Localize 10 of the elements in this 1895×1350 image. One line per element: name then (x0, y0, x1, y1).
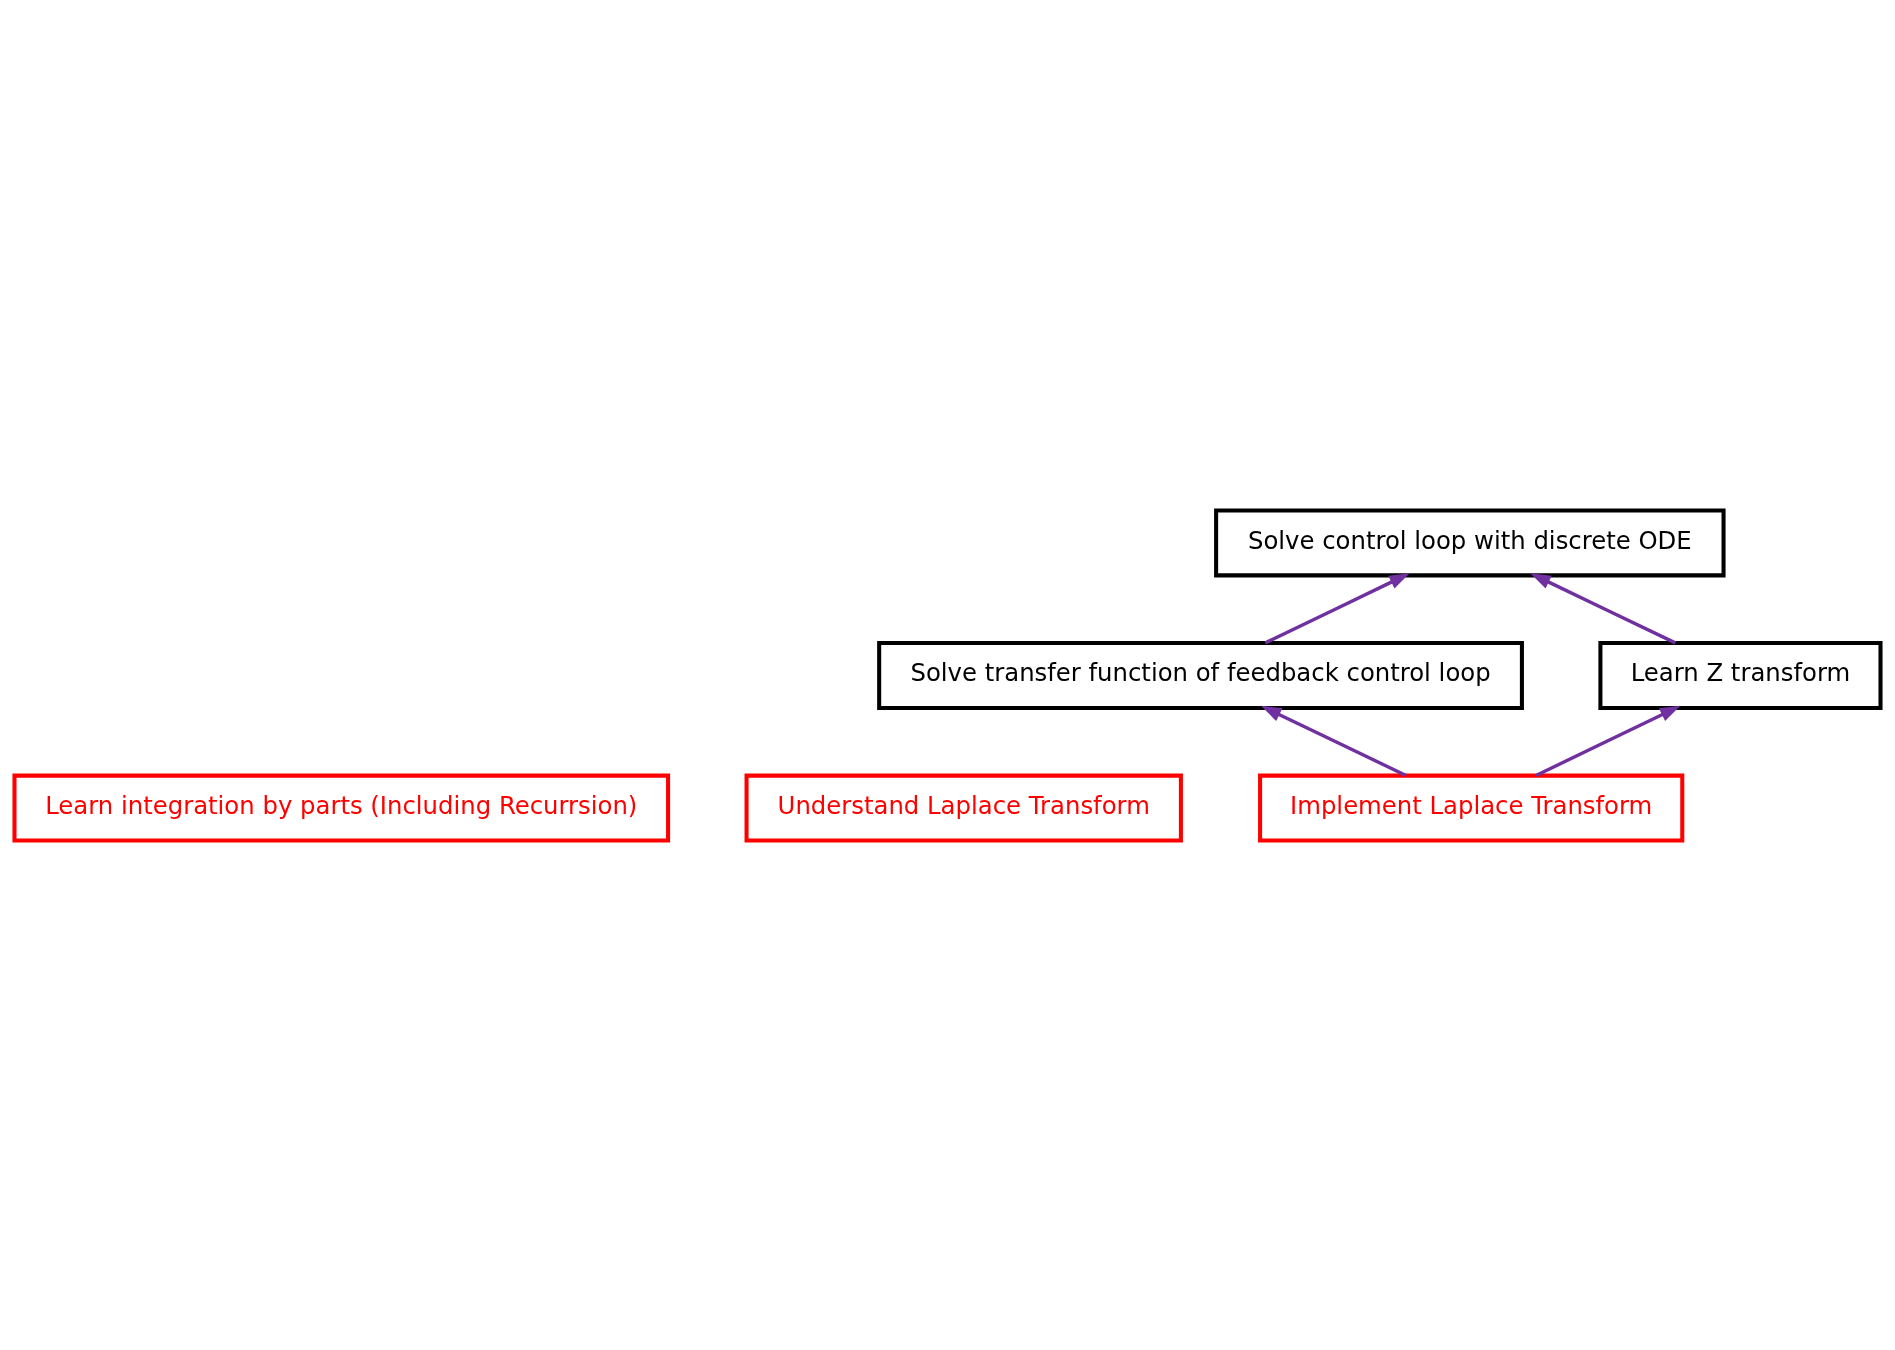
arrow (1530, 572, 1677, 644)
node-box: Learn Z transform (1598, 640, 1883, 710)
node-box: Learn integration by parts (Including Recurrsion) (12, 773, 671, 843)
node-box: Solve control loop with discrete ODE (1214, 507, 1726, 577)
arrow (1535, 705, 1681, 777)
arrow (1261, 705, 1407, 777)
node-box: Understand Laplace Transform (744, 773, 1183, 843)
node-box: Implement Laplace Transform (1258, 773, 1685, 843)
node-box: Solve transfer function of feedback control loop (877, 640, 1524, 710)
arrow (1264, 572, 1410, 644)
